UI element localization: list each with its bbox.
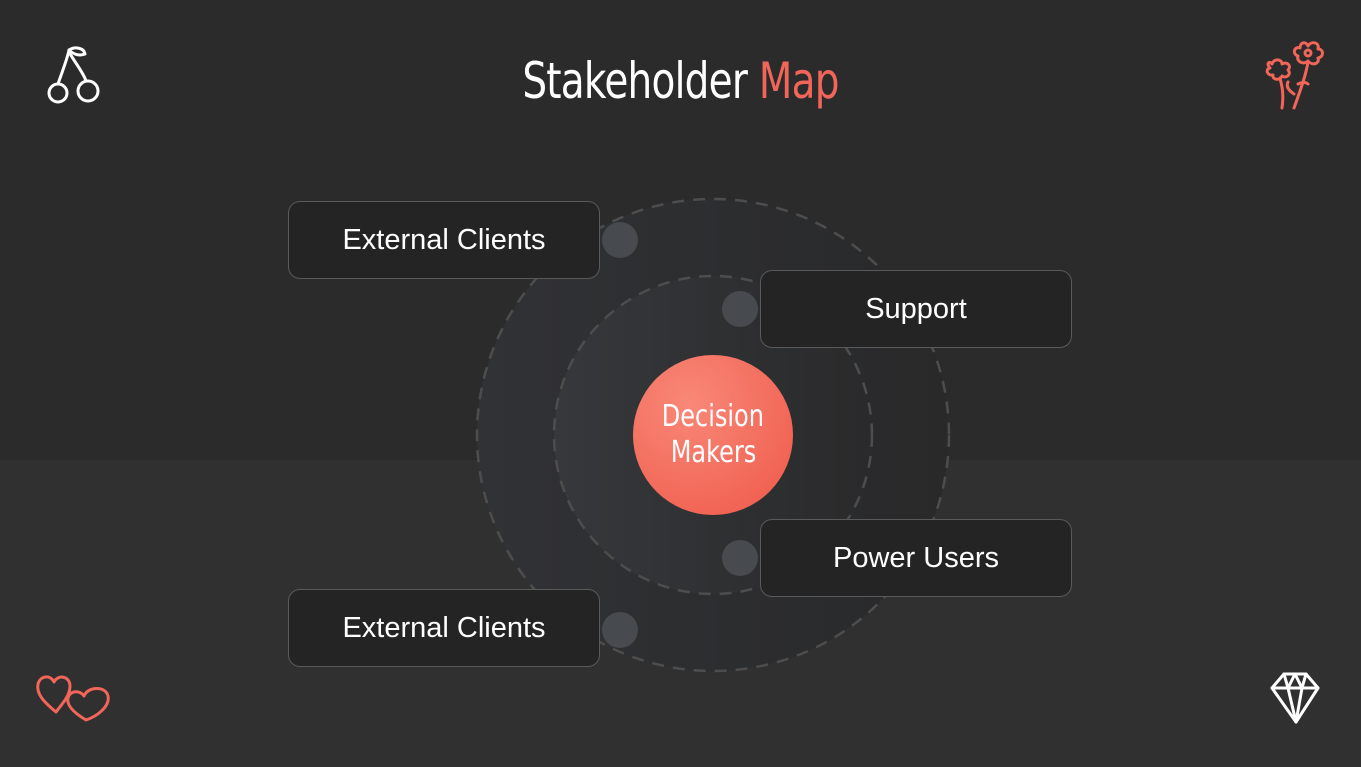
stakeholder-box-external-clients-top: External Clients	[288, 201, 600, 279]
stakeholder-label: Power Users	[833, 541, 999, 574]
title-accent: Map	[758, 52, 840, 110]
hearts-icon	[36, 675, 110, 722]
flowers-icon	[1265, 41, 1324, 110]
node-dot	[722, 291, 758, 327]
diamond-icon	[1270, 672, 1320, 724]
title-main: Stakeholder	[522, 52, 748, 110]
node-dot	[602, 222, 638, 258]
node-dot	[602, 612, 638, 648]
cherry-icon	[47, 46, 100, 104]
center-node-decision-makers: Decision Makers	[633, 355, 793, 515]
stakeholder-box-power-users: Power Users	[760, 519, 1072, 597]
stakeholder-box-external-clients-bottom: External Clients	[288, 589, 600, 667]
stakeholder-label: Support	[865, 292, 967, 325]
stakeholder-label: External Clients	[342, 611, 546, 644]
center-label-line1: Decision	[661, 399, 765, 434]
core-circle	[633, 355, 793, 515]
page-title: Stakeholder Map	[150, 46, 1212, 116]
node-dot	[722, 540, 758, 576]
stakeholder-label: External Clients	[342, 223, 546, 256]
stakeholder-box-support: Support	[760, 270, 1072, 348]
center-label-line2: Makers	[670, 435, 756, 470]
